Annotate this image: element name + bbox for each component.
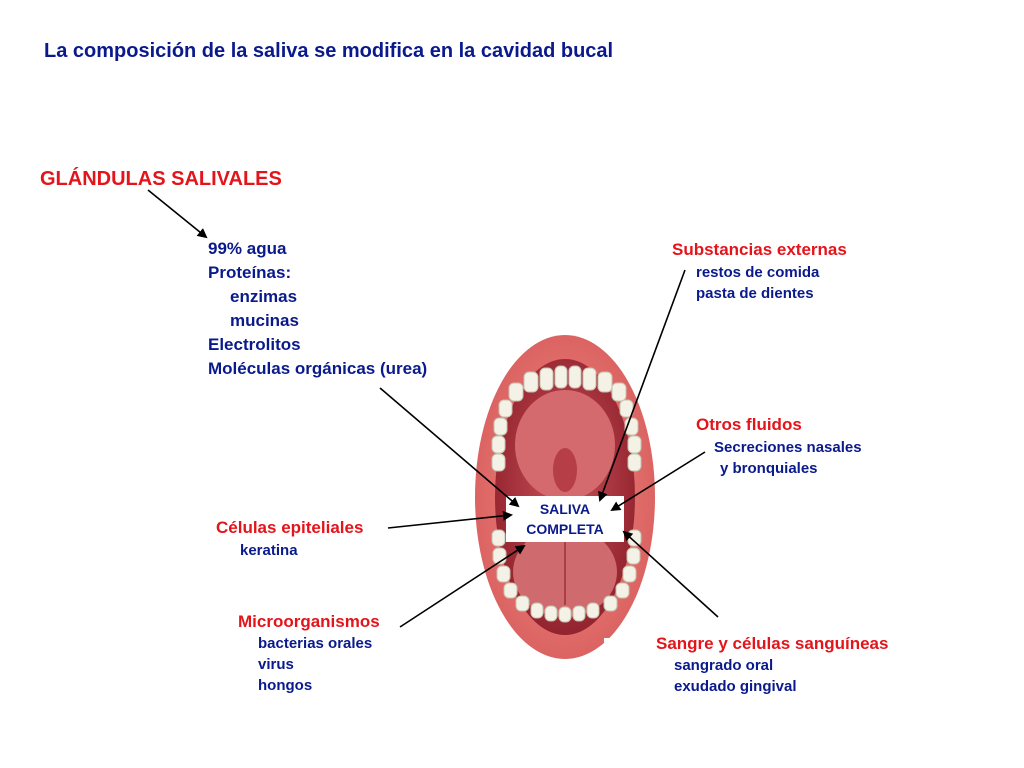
glandulas-item-mucinas: mucinas bbox=[230, 311, 299, 330]
page-title: La composición de la saliva se modifica … bbox=[44, 40, 614, 62]
sangre-list: sangrado oral exudado gingival bbox=[674, 655, 797, 697]
glandulas-list: 99% agua Proteínas: enzimas mucinas Elec… bbox=[208, 237, 427, 381]
glandulas-heading: GLÁNDULAS SALIVALES bbox=[40, 168, 282, 190]
arrow-otros bbox=[610, 451, 706, 512]
glandulas-item-agua: 99% agua bbox=[208, 239, 287, 258]
substancias-label: Substancias externas bbox=[672, 240, 847, 259]
micro-item: hongos bbox=[258, 677, 313, 694]
otros-item: y bronquiales bbox=[720, 460, 818, 477]
lower-teeth bbox=[491, 529, 642, 623]
arrow-celulas bbox=[387, 510, 513, 529]
arrow-glandulas bbox=[147, 189, 208, 239]
celulas-list: keratina bbox=[240, 540, 298, 561]
micro-label: Microorganismos bbox=[238, 612, 380, 631]
micro-item: virus bbox=[258, 656, 294, 673]
substancias-item: restos de comida bbox=[696, 264, 820, 281]
arrow-sangre bbox=[622, 530, 719, 618]
celulas-item: keratina bbox=[240, 542, 298, 559]
sangre-label: Sangre y células sanguíneas bbox=[656, 634, 889, 653]
celulas-label: Células epiteliales bbox=[216, 518, 364, 537]
otros-label: Otros fluidos bbox=[696, 415, 802, 434]
glandulas-item-electrolitos: Electrolitos bbox=[208, 335, 301, 354]
substancias-item: pasta de dientes bbox=[696, 285, 814, 302]
glandulas-item-enzimas: enzimas bbox=[230, 287, 298, 306]
palate bbox=[515, 390, 615, 500]
upper-teeth bbox=[491, 365, 642, 472]
otros-list: Secreciones nasales y bronquiales bbox=[714, 437, 862, 479]
glandulas-item-proteinas: Proteínas: bbox=[208, 263, 292, 282]
uvula-area bbox=[553, 448, 577, 492]
substancias-list: restos de comida pasta de dientes bbox=[696, 262, 819, 304]
arrow-micro bbox=[399, 544, 526, 628]
arrow-substancias bbox=[598, 269, 686, 502]
glandulas-item-moleculas: Moléculas orgánicas (urea) bbox=[208, 359, 428, 378]
arrow-moleculas bbox=[379, 387, 520, 508]
saliva-line2: COMPLETA bbox=[526, 521, 604, 537]
sangre-item: sangrado oral bbox=[674, 657, 774, 674]
sangre-item: exudado gingival bbox=[674, 678, 797, 695]
otros-item: Secreciones nasales bbox=[714, 439, 862, 456]
micro-list: bacterias orales virus hongos bbox=[258, 633, 372, 696]
micro-item: bacterias orales bbox=[258, 635, 373, 652]
saliva-line1: SALIVA bbox=[539, 501, 591, 517]
saliva-completa-box: SALIVA COMPLETA bbox=[506, 496, 624, 542]
